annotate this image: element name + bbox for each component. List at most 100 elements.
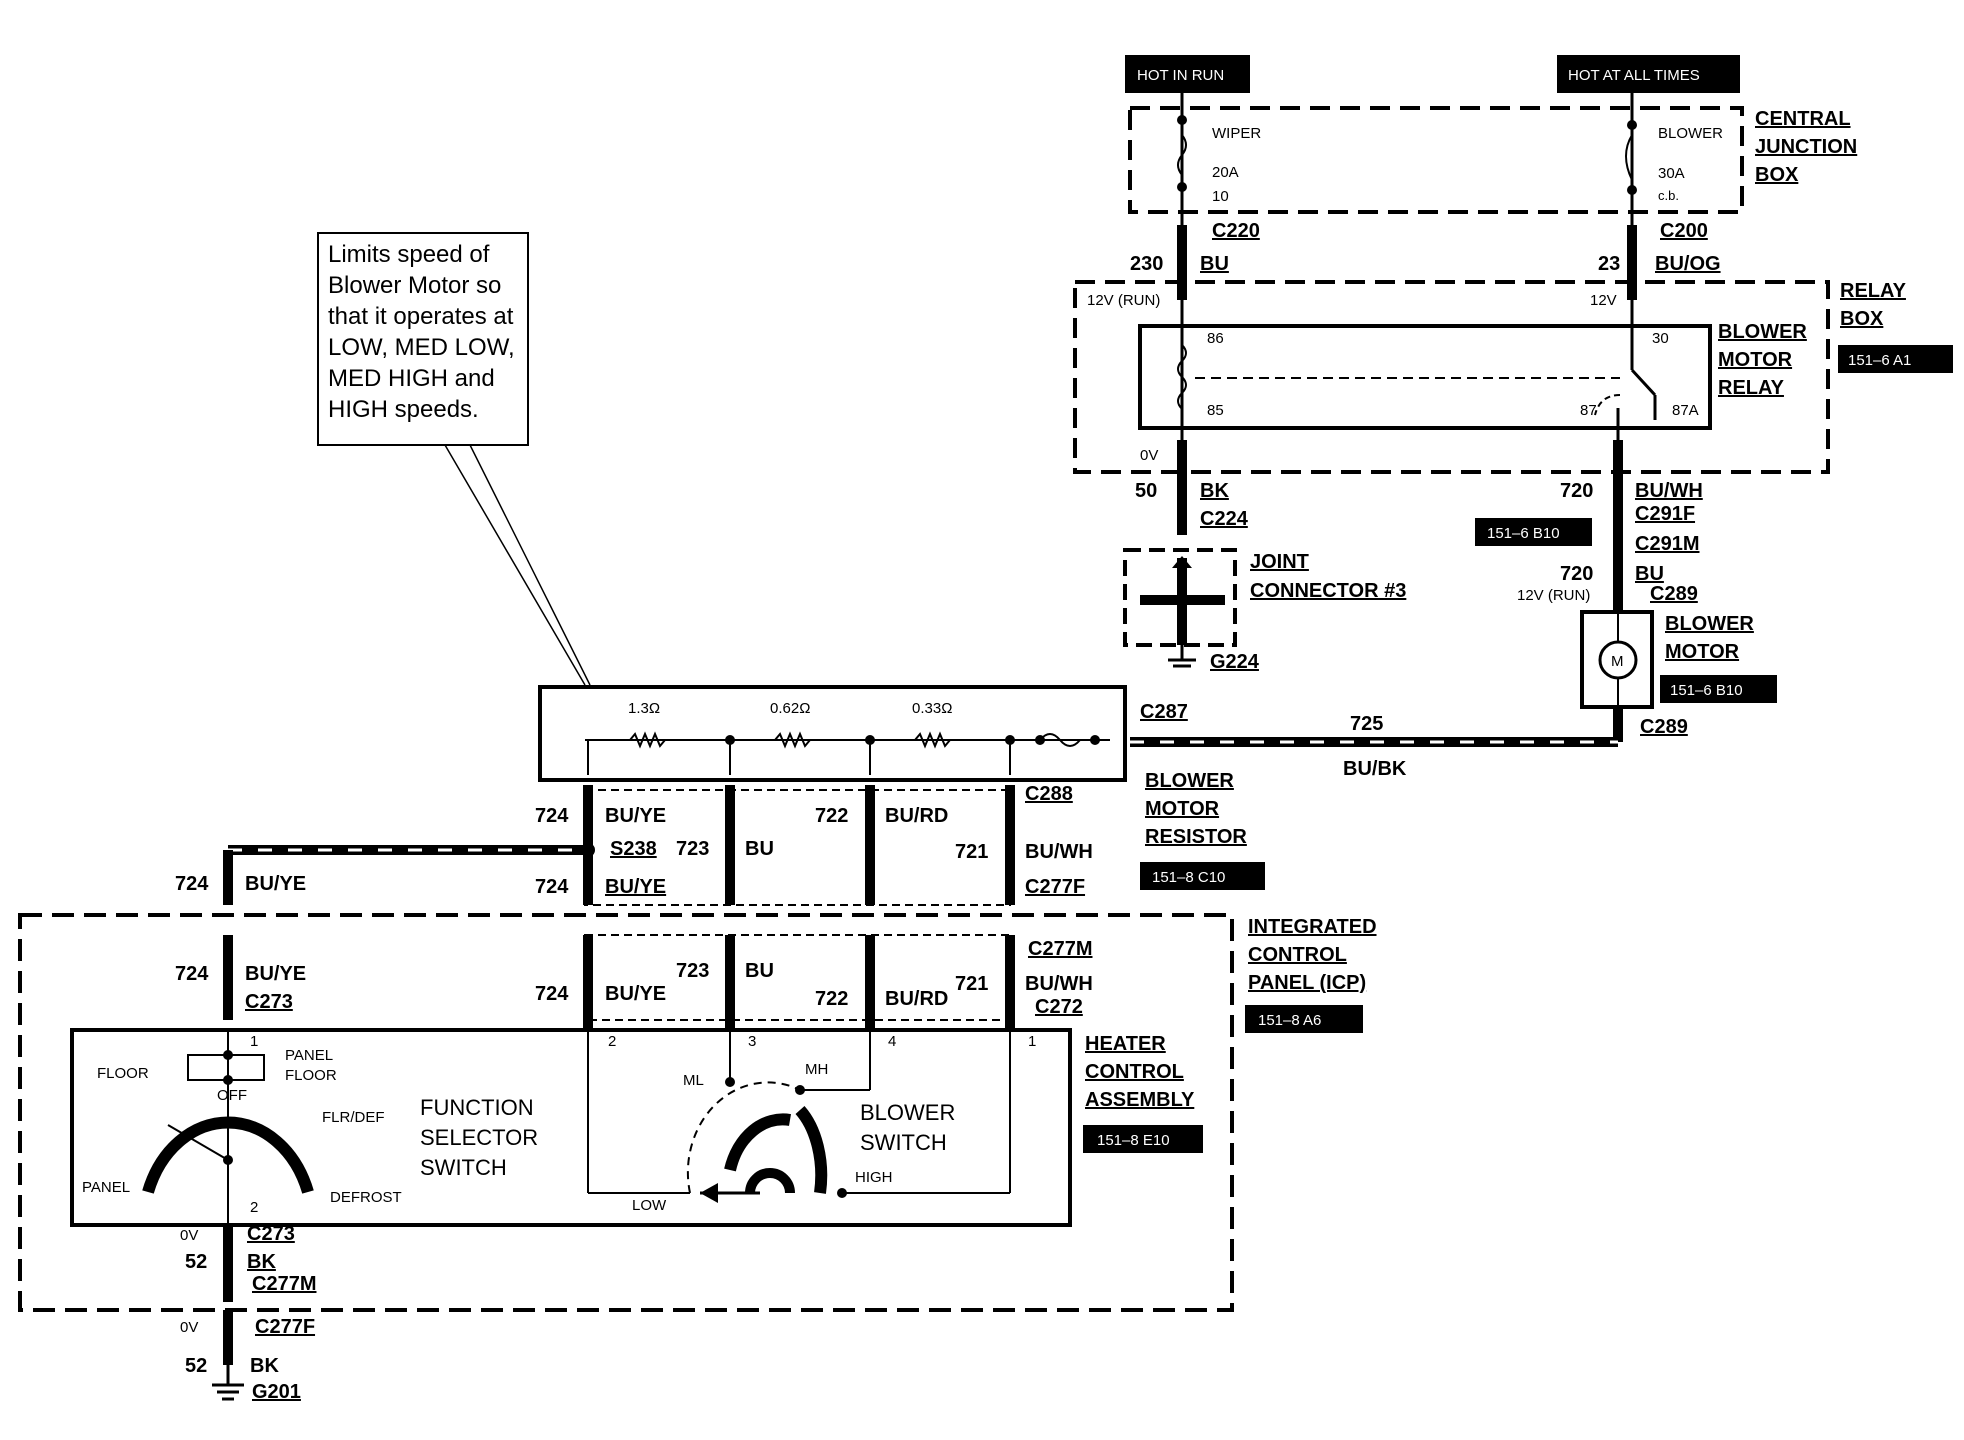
svg-text:C277M: C277M (1028, 938, 1092, 960)
svg-text:BK: BK (247, 1251, 276, 1273)
hot-at-all-times-label: HOT AT ALL TIMES (1557, 55, 1740, 93)
svg-text:LOW: LOW (632, 1197, 667, 1214)
svg-text:C277F: C277F (255, 1316, 315, 1338)
svg-text:BU/WH: BU/WH (1025, 841, 1093, 863)
svg-text:721: 721 (955, 841, 988, 863)
svg-text:SELECTOR: SELECTOR (420, 1125, 538, 1150)
svg-text:2: 2 (250, 1199, 258, 1216)
svg-text:723: 723 (676, 960, 709, 982)
svg-text:BLOWER: BLOWER (860, 1100, 955, 1125)
motor-ref: 151–6 B10 (1670, 682, 1743, 699)
svg-text:0.33Ω: 0.33Ω (912, 700, 952, 717)
svg-text:1.3Ω: 1.3Ω (628, 700, 660, 717)
ground-circuit-52: 0V C273 52 BK C277M 0V C277F 52 BK G201 (180, 1223, 316, 1403)
svg-text:RESISTOR: RESISTOR (1145, 826, 1247, 848)
svg-text:BU: BU (1200, 253, 1229, 275)
blower-motor-relay: 86 85 30 87 87A BLOWER MOTOR RELAY (1138, 300, 1807, 440)
svg-text:PANEL (ICP): PANEL (ICP) (1248, 972, 1366, 994)
relay-box-title-1: RELAY (1840, 280, 1907, 302)
svg-text:BU/WH: BU/WH (1635, 480, 1703, 502)
svg-text:HEATER: HEATER (1085, 1033, 1166, 1055)
svg-text:12V: 12V (1590, 292, 1617, 309)
resistor-r1 (629, 731, 666, 749)
hca-ref: 151–8 E10 (1097, 1132, 1170, 1149)
svg-text:SWITCH: SWITCH (860, 1130, 947, 1155)
harness-wires: 724 BU/YE S238 723 BU 722 BU/RD 721 BU/W… (175, 785, 1093, 906)
blower-motor: M BLOWER MOTOR 151–6 B10 C289 (1580, 610, 1777, 742)
svg-text:30: 30 (1652, 330, 1669, 347)
svg-text:0V: 0V (180, 1319, 198, 1336)
blower-cb-label: BLOWER (1658, 125, 1723, 142)
function-selector-switch: 1 2 FLOOR PANEL FLOOR OFF FLR/DEF PANEL … (82, 1030, 538, 1225)
relay-box-title-2: BOX (1840, 308, 1884, 330)
svg-text:BK: BK (250, 1355, 279, 1377)
svg-text:2: 2 (608, 1033, 616, 1050)
callout-line-3: that it operates at (328, 303, 514, 330)
callout-box: Limits speed of Blower Motor so that it … (317, 232, 591, 686)
relay-box-ref: 151–6 A1 (1848, 352, 1911, 369)
svg-text:0.62Ω: 0.62Ω (770, 700, 810, 717)
wiper-fuse-label: WIPER (1212, 125, 1261, 142)
svg-text:FLOOR: FLOOR (285, 1067, 337, 1084)
wiper-fuse-amp: 20A (1212, 164, 1239, 181)
svg-text:C277F: C277F (1025, 876, 1085, 898)
svg-text:3: 3 (748, 1033, 756, 1050)
svg-text:BLOWER: BLOWER (1665, 613, 1754, 635)
relay-title-1: BLOWER (1718, 321, 1807, 343)
svg-text:12V (RUN): 12V (RUN) (1517, 587, 1590, 604)
svg-text:724: 724 (535, 983, 569, 1005)
svg-text:BU/YE: BU/YE (605, 983, 666, 1005)
svg-text:CONTROL: CONTROL (1248, 944, 1347, 966)
svg-text:C287: C287 (1140, 701, 1188, 723)
svg-text:C224: C224 (1200, 508, 1249, 530)
svg-text:721: 721 (955, 973, 988, 995)
svg-text:725: 725 (1350, 713, 1383, 735)
svg-text:BU: BU (745, 960, 774, 982)
svg-text:50: 50 (1135, 480, 1157, 502)
svg-text:C291F: C291F (1635, 503, 1695, 525)
blower-cb-amp: 30A (1658, 165, 1685, 182)
c288-label: C288 (1025, 783, 1073, 805)
svg-text:JOINT: JOINT (1250, 551, 1309, 573)
svg-text:0V: 0V (1140, 447, 1158, 464)
callout-line-6: HIGH speeds. (328, 396, 479, 423)
svg-text:MOTOR: MOTOR (1145, 798, 1220, 820)
svg-text:BU/YE: BU/YE (245, 873, 306, 895)
blower-cb-type: c.b. (1658, 188, 1679, 203)
svg-text:MOTOR: MOTOR (1665, 641, 1740, 663)
svg-text:C272: C272 (1035, 996, 1083, 1018)
svg-text:PANEL: PANEL (285, 1047, 333, 1064)
svg-text:HIGH: HIGH (855, 1169, 893, 1186)
svg-text:C277M: C277M (252, 1273, 316, 1295)
s238-label: S238 (610, 838, 657, 860)
cjb-title-3: BOX (1755, 164, 1799, 186)
svg-text:CONTROL: CONTROL (1085, 1061, 1184, 1083)
g201-label: G201 (252, 1381, 301, 1403)
relay-box: 12V (RUN) 12V 0V RELAY BOX 151–6 A1 (1073, 280, 1953, 474)
svg-text:C273: C273 (247, 1223, 295, 1245)
g224-label: G224 (1210, 651, 1260, 673)
svg-text:0V: 0V (180, 1227, 198, 1244)
joint-connector-3: JOINT CONNECTOR #3 G224 (1123, 548, 1406, 673)
relay-title-2: MOTOR (1718, 349, 1793, 371)
callout-line-2: Blower Motor so (328, 272, 501, 299)
svg-text:BU: BU (1635, 563, 1664, 585)
svg-text:C291M: C291M (1635, 533, 1699, 555)
svg-text:C289: C289 (1650, 583, 1698, 605)
heater-control-assembly: HEATER CONTROL ASSEMBLY 151–8 E10 (70, 1028, 1203, 1227)
svg-text:1: 1 (1028, 1033, 1036, 1050)
svg-text:85: 85 (1207, 402, 1224, 419)
svg-text:23: 23 (1598, 253, 1620, 275)
svg-text:ASSEMBLY: ASSEMBLY (1085, 1089, 1195, 1111)
svg-text:PANEL: PANEL (82, 1179, 130, 1196)
svg-text:BU/YE: BU/YE (245, 963, 306, 985)
ref-b10-relay: 151–6 B10 (1487, 525, 1560, 542)
wire-230: C220 230 BU (1130, 220, 1260, 300)
svg-text:722: 722 (815, 805, 848, 827)
svg-text:HOT IN RUN: HOT IN RUN (1137, 67, 1224, 84)
svg-text:BU/WH: BU/WH (1025, 973, 1093, 995)
svg-text:HOT AT ALL TIMES: HOT AT ALL TIMES (1568, 67, 1700, 84)
svg-text:FLR/DEF: FLR/DEF (322, 1109, 385, 1126)
svg-text:CONNECTOR #3: CONNECTOR #3 (1250, 580, 1406, 602)
svg-text:724: 724 (535, 805, 569, 827)
